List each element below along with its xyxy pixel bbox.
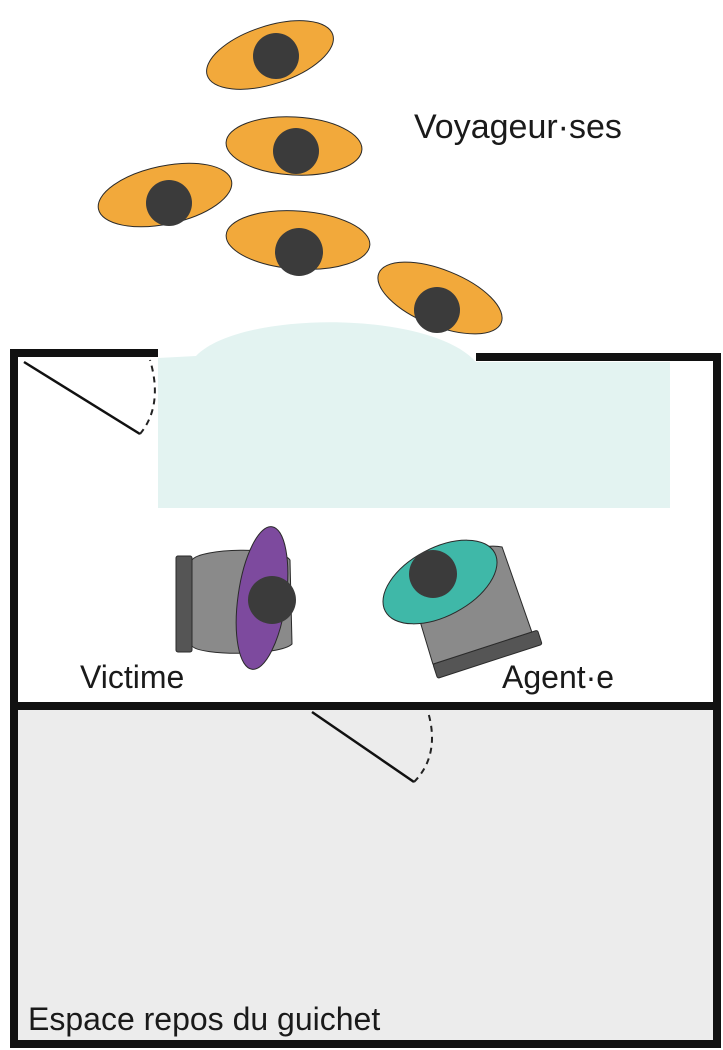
person-top-view-icon xyxy=(225,116,363,176)
door-swing-icon xyxy=(311,710,433,784)
person-top-view-icon xyxy=(225,210,371,276)
rest-area-label: Espace repos du guichet xyxy=(28,1001,380,1037)
rest-area-floor xyxy=(14,706,717,1044)
agent-label: Agent·e xyxy=(502,659,614,695)
person-top-view-icon xyxy=(206,20,334,90)
walls xyxy=(10,349,721,1048)
victim-label: Victime xyxy=(80,659,184,695)
agent-figure xyxy=(382,539,543,679)
person-top-view-icon xyxy=(377,261,503,335)
door-swing-icon xyxy=(23,359,156,436)
person-top-view-icon xyxy=(97,162,233,228)
counter-area xyxy=(158,322,670,508)
travelers-label: Voyageur·ses xyxy=(414,108,622,146)
victim-figure xyxy=(175,526,296,670)
